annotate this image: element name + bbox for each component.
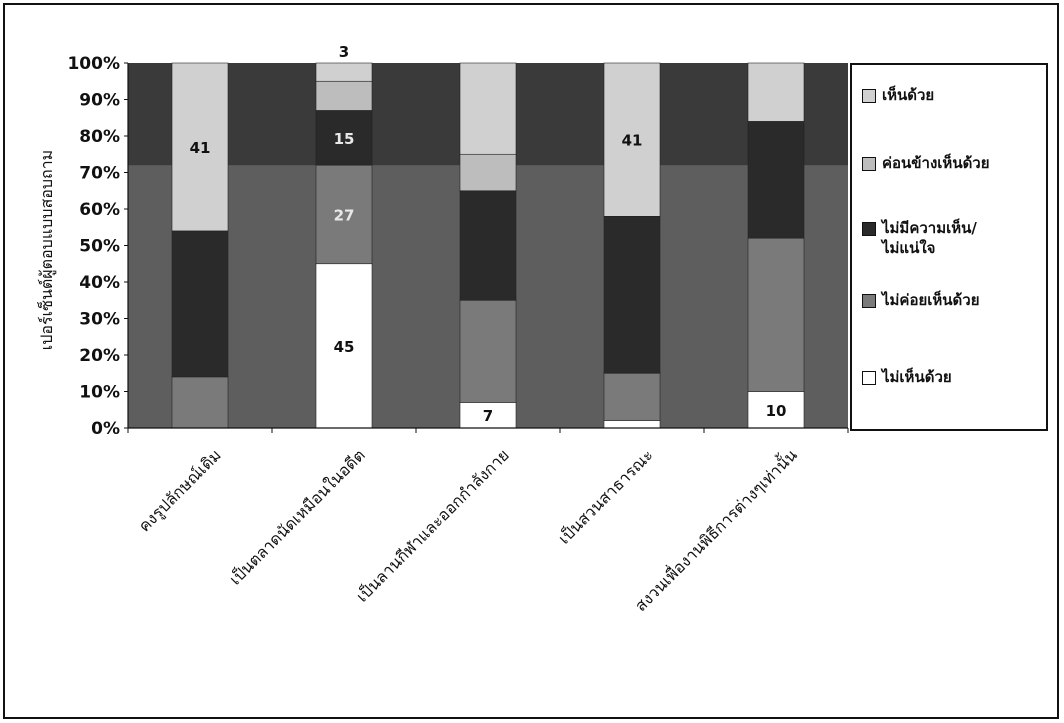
y-tick-label: 60% [79, 200, 120, 220]
legend-swatch [862, 371, 876, 385]
bar-segment [459, 153, 517, 192]
bar-segment [171, 62, 229, 232]
legend-item: ค่อนข้างเห็นด้วย [862, 153, 990, 173]
legend-swatch [862, 294, 876, 308]
bar-segment [171, 230, 229, 378]
bar-segment [747, 237, 805, 392]
legend-item: ไม่เห็นด้วย [862, 367, 952, 387]
bar-segment [603, 62, 661, 217]
data-label: 45 [334, 338, 355, 356]
bar-segment [315, 80, 373, 111]
y-tick-label: 40% [79, 273, 120, 293]
y-tick-label: 0% [91, 419, 120, 439]
x-category-label: เป็นลานกีฬาและออกกำลังกาย [352, 445, 513, 606]
legend-swatch [862, 222, 876, 236]
x-category-label: เป็นสวนสาธารณะ [554, 445, 657, 548]
y-tick-label: 90% [79, 91, 120, 111]
bar-segment [603, 420, 661, 429]
legend-label: ไม่มีความเห็น/ ไม่แน่ใจ [882, 219, 977, 257]
data-label: 15 [334, 130, 355, 148]
y-tick-label: 100% [67, 54, 120, 74]
bar-segment [459, 299, 517, 403]
bar-segment [747, 121, 805, 239]
data-label: 7 [483, 407, 493, 425]
bar-segment [459, 62, 517, 155]
bar-segment [171, 376, 229, 429]
data-label: 10 [766, 402, 787, 420]
y-tick-label: 70% [79, 164, 120, 184]
bar-segment [315, 263, 373, 429]
y-tick-label: 80% [79, 127, 120, 147]
data-label: 3 [339, 43, 349, 61]
legend-label: ไม่ค่อยเห็นด้วย [882, 291, 980, 309]
data-label: 41 [622, 132, 643, 150]
legend-label: ไม่เห็นด้วย [882, 368, 952, 386]
x-category-label: สงวนเพื่องานพิธีการต่างๆเท่านั้น [630, 444, 801, 615]
legend-label: ค่อนข้างเห็นด้วย [882, 154, 990, 172]
data-label: 41 [190, 139, 211, 157]
bar-segment [315, 110, 373, 166]
bar-segment [315, 164, 373, 265]
data-label: 27 [334, 206, 355, 224]
legend-item: เห็นด้วย [862, 85, 934, 105]
y-tick-label: 30% [79, 310, 120, 330]
legend: เห็นด้วยค่อนข้างเห็นด้วยไม่มีความเห็น/ ไ… [850, 63, 1048, 431]
bar-segment [315, 62, 373, 82]
x-category-label: คงรูปลักษณ์เดิม [135, 445, 226, 536]
bar-segment [603, 372, 661, 422]
legend-item: ไม่มีความเห็น/ ไม่แน่ใจ [862, 218, 977, 258]
y-tick-label: 10% [79, 383, 120, 403]
legend-label: เห็นด้วย [882, 86, 935, 104]
y-tick-label: 20% [79, 346, 120, 366]
bar-segment [459, 402, 517, 429]
y-axis-title: เปอร์เซ็นต์ผู้ตอบแบบสอบถาม [36, 150, 57, 350]
x-category-label: เป็นตลาดนัดเหมือนในอดีต [225, 445, 369, 589]
legend-item: ไม่ค่อยเห็นด้วย [862, 290, 980, 310]
legend-swatch [862, 89, 876, 103]
y-tick-label: 50% [79, 237, 120, 257]
bar-segment [603, 216, 661, 374]
bar-segment [747, 62, 805, 122]
legend-swatch [862, 157, 876, 171]
bar-segment [459, 190, 517, 301]
